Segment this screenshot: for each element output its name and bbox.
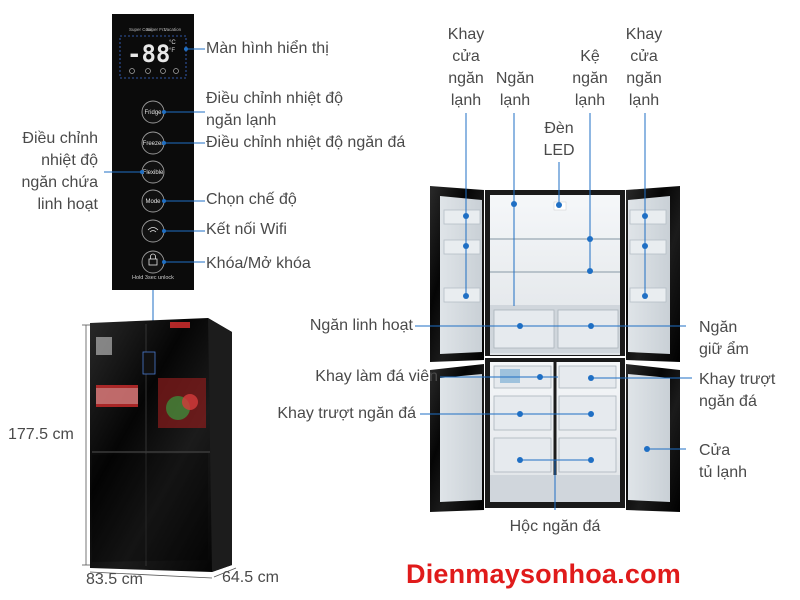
interior-leader-lines xyxy=(415,113,692,510)
display-mode-vacation: Vacation xyxy=(164,27,182,32)
label-flexible-temp-line3: ngăn chứa xyxy=(21,174,98,191)
label-fridge-temp-line1: Điều chỉnh nhiệt độ xyxy=(206,90,343,107)
label-led-1: Đèn xyxy=(544,120,574,137)
dimension-depth: 64.5 cm xyxy=(222,569,279,586)
label-shelf-2: ngăn xyxy=(572,70,608,87)
wifi-button[interactable] xyxy=(141,219,165,243)
label-mode: Chọn chế độ xyxy=(206,191,297,208)
label-humidity-drawer-2: giữ ẩm xyxy=(699,341,749,358)
label-flexible-temp-line2: nhiệt độ xyxy=(41,152,98,169)
label-freezer-temp: Điều chỉnh nhiệt độ ngăn đá xyxy=(206,134,406,151)
label-wifi: Kết nối Wifi xyxy=(206,221,287,238)
label-freezer-slide-tray-right-2: ngăn đá xyxy=(699,393,757,410)
dimension-height: 177.5 cm xyxy=(8,426,74,443)
label-freezer-drawer: Hộc ngăn đá xyxy=(509,518,601,535)
control-panel: Super Cool Super Frz Vacation -88 °C °F … xyxy=(112,14,194,290)
label-door-tray-right-3: ngăn xyxy=(626,70,662,87)
label-door-tray-right-4: lạnh xyxy=(628,92,660,109)
label-door-tray-right-1: Khay xyxy=(625,26,663,43)
display-mode-super-cool: Super Cool xyxy=(129,27,152,32)
label-fridge-temp-line2: ngăn lạnh xyxy=(206,112,277,129)
freezer-button-label: Freezer xyxy=(143,141,164,147)
brand-watermark: Dienmaysonhoa.com xyxy=(406,559,681,589)
label-ice-tray: Khay làm đá viên xyxy=(315,368,438,385)
unit-celsius: °C xyxy=(169,40,176,46)
label-door-tray-left-3: ngăn xyxy=(448,70,484,87)
lock-caption: Hold 3sec unlock xyxy=(132,275,174,281)
fridge-button-label: Fridge xyxy=(144,110,162,116)
lock-icon xyxy=(148,258,158,266)
panel-leader-dots xyxy=(140,47,188,264)
status-icon-3 xyxy=(160,68,166,74)
wifi-icon xyxy=(147,227,159,233)
label-door-tray-left-1: Khay xyxy=(447,26,485,43)
fridge-closed xyxy=(90,318,232,572)
label-lock: Khóa/Mở khóa xyxy=(206,255,311,272)
label-display: Màn hình hiển thị xyxy=(206,40,329,57)
label-fridge-compartment-1: Ngăn xyxy=(495,70,535,87)
label-door-tray-right-2: cửa xyxy=(630,48,658,65)
label-freezer-slide-tray-right-1: Khay trượt xyxy=(699,371,776,388)
status-icon-4 xyxy=(173,68,179,74)
dimension-width: 83.5 cm xyxy=(86,571,143,588)
label-shelf-3: lạnh xyxy=(574,92,606,109)
label-flexible-temp-line1: Điều chỉnh xyxy=(22,130,98,147)
lock-shackle xyxy=(150,253,156,259)
display-frame xyxy=(119,35,187,79)
label-freezer-slide-tray-left: Khay trượt ngăn đá xyxy=(277,405,416,422)
label-humidity-drawer-1: Ngăn xyxy=(699,319,738,336)
flexible-button-label: Flexible xyxy=(143,170,164,176)
label-fridge-door-2: tủ lạnh xyxy=(699,464,748,481)
label-flexible-temp-line4: linh hoạt xyxy=(37,196,99,213)
display-mode-super-frz: Super Frz xyxy=(146,27,167,32)
label-door-tray-left-2: cửa xyxy=(452,48,480,65)
mode-button-label: Mode xyxy=(145,199,161,205)
label-door-tray-left-4: lạnh xyxy=(450,92,482,109)
interior-leader-dots xyxy=(463,201,650,463)
label-fridge-compartment-2: lạnh xyxy=(499,92,531,109)
display-digits: -88 xyxy=(127,40,170,68)
unit-fahrenheit: °F xyxy=(169,48,175,54)
label-flexible-compartment: Ngăn linh hoạt xyxy=(309,317,413,334)
label-fridge-door-1: Cửa xyxy=(699,442,731,459)
label-led-2: LED xyxy=(543,142,575,159)
status-icon-2 xyxy=(145,68,151,74)
status-icon-1 xyxy=(129,68,135,74)
label-shelf-1: Kệ xyxy=(580,48,600,65)
dimension-lines xyxy=(82,324,237,579)
